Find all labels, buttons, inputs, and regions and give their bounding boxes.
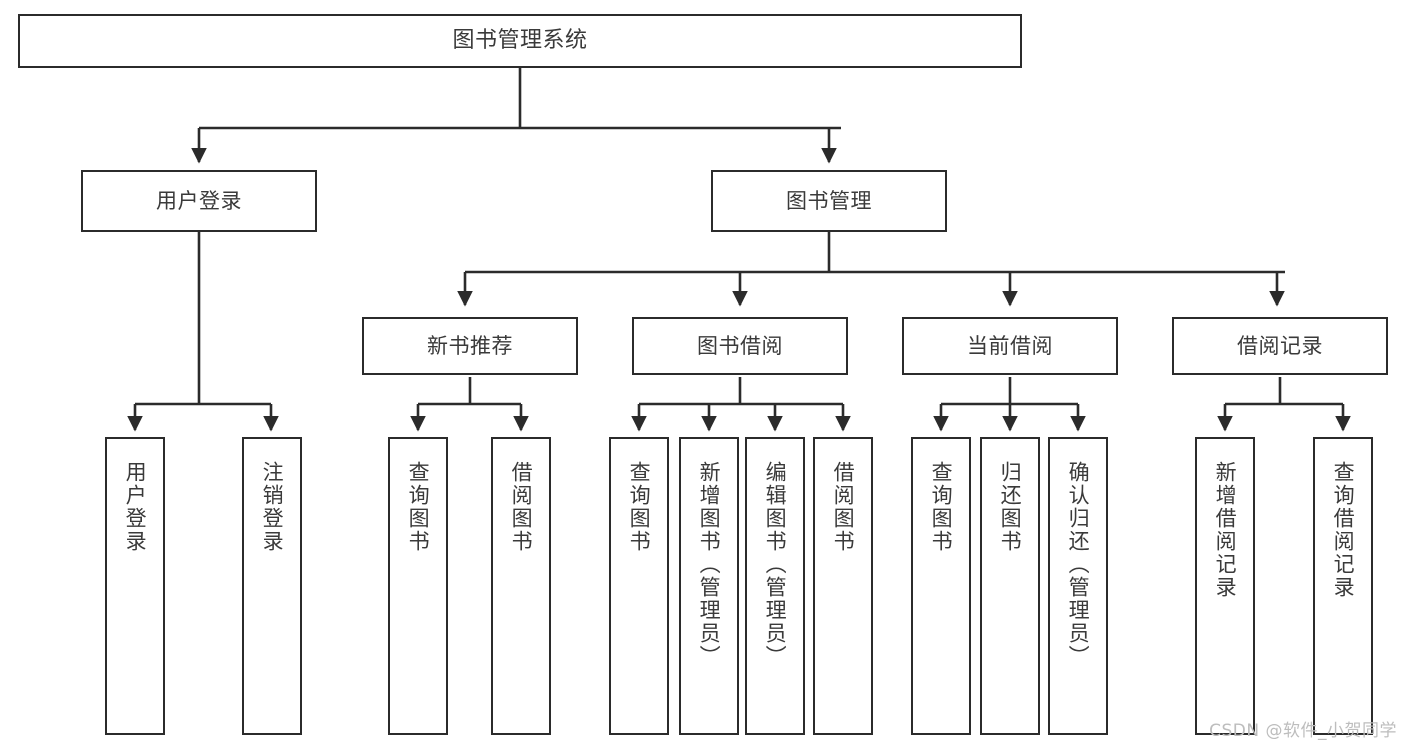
node-book-manage[interactable]: 图书管理 — [711, 170, 947, 232]
node-current-borrow[interactable]: 当前借阅 — [902, 317, 1118, 375]
leaf-logout[interactable]: 注销登录 — [242, 437, 302, 735]
leaf-edit-book[interactable]: 编辑图书（管理员） — [745, 437, 805, 735]
node-user-login-label: 用户登录 — [156, 188, 242, 213]
node-current-borrow-label: 当前借阅 — [967, 333, 1053, 358]
leaf-query-book-3-label: 查询图书 — [929, 461, 954, 553]
watermark: CSDN @软件_小贺同学 — [1209, 721, 1397, 741]
leaf-add-record-label: 新增借阅记录 — [1213, 461, 1238, 599]
node-book-borrow[interactable]: 图书借阅 — [632, 317, 848, 375]
node-user-login[interactable]: 用户登录 — [81, 170, 317, 232]
leaf-add-book-label: 新增图书（管理员） — [697, 461, 722, 668]
node-new-book-recommend[interactable]: 新书推荐 — [362, 317, 578, 375]
leaf-confirm-return[interactable]: 确认归还（管理员） — [1048, 437, 1108, 735]
leaf-query-book-2-label: 查询图书 — [627, 461, 652, 553]
node-borrow-record-label: 借阅记录 — [1237, 333, 1323, 358]
node-book-manage-label: 图书管理 — [786, 188, 872, 213]
leaf-user-login-label: 用户登录 — [123, 461, 148, 553]
leaf-user-login[interactable]: 用户登录 — [105, 437, 165, 735]
node-borrow-record[interactable]: 借阅记录 — [1172, 317, 1388, 375]
node-new-book-recommend-label: 新书推荐 — [427, 333, 513, 358]
leaf-borrow-book-2[interactable]: 借阅图书 — [813, 437, 873, 735]
leaf-add-book[interactable]: 新增图书（管理员） — [679, 437, 739, 735]
node-root[interactable]: 图书管理系统 — [18, 14, 1022, 68]
leaf-borrow-book-2-label: 借阅图书 — [831, 461, 856, 553]
leaf-query-book-3[interactable]: 查询图书 — [911, 437, 971, 735]
leaf-query-record-label: 查询借阅记录 — [1331, 461, 1356, 599]
leaf-confirm-return-label: 确认归还（管理员） — [1066, 461, 1091, 668]
leaf-add-record[interactable]: 新增借阅记录 — [1195, 437, 1255, 735]
leaf-query-book-1[interactable]: 查询图书 — [388, 437, 448, 735]
leaf-logout-label: 注销登录 — [260, 461, 285, 553]
leaf-borrow-book-1[interactable]: 借阅图书 — [491, 437, 551, 735]
leaf-borrow-book-1-label: 借阅图书 — [509, 461, 534, 553]
leaf-query-record[interactable]: 查询借阅记录 — [1313, 437, 1373, 735]
leaf-query-book-2[interactable]: 查询图书 — [609, 437, 669, 735]
node-root-label: 图书管理系统 — [452, 28, 588, 54]
leaf-return-book-label: 归还图书 — [998, 461, 1023, 553]
leaf-edit-book-label: 编辑图书（管理员） — [763, 461, 788, 668]
leaf-return-book[interactable]: 归还图书 — [980, 437, 1040, 735]
node-book-borrow-label: 图书借阅 — [697, 333, 783, 358]
leaf-query-book-1-label: 查询图书 — [406, 461, 431, 553]
